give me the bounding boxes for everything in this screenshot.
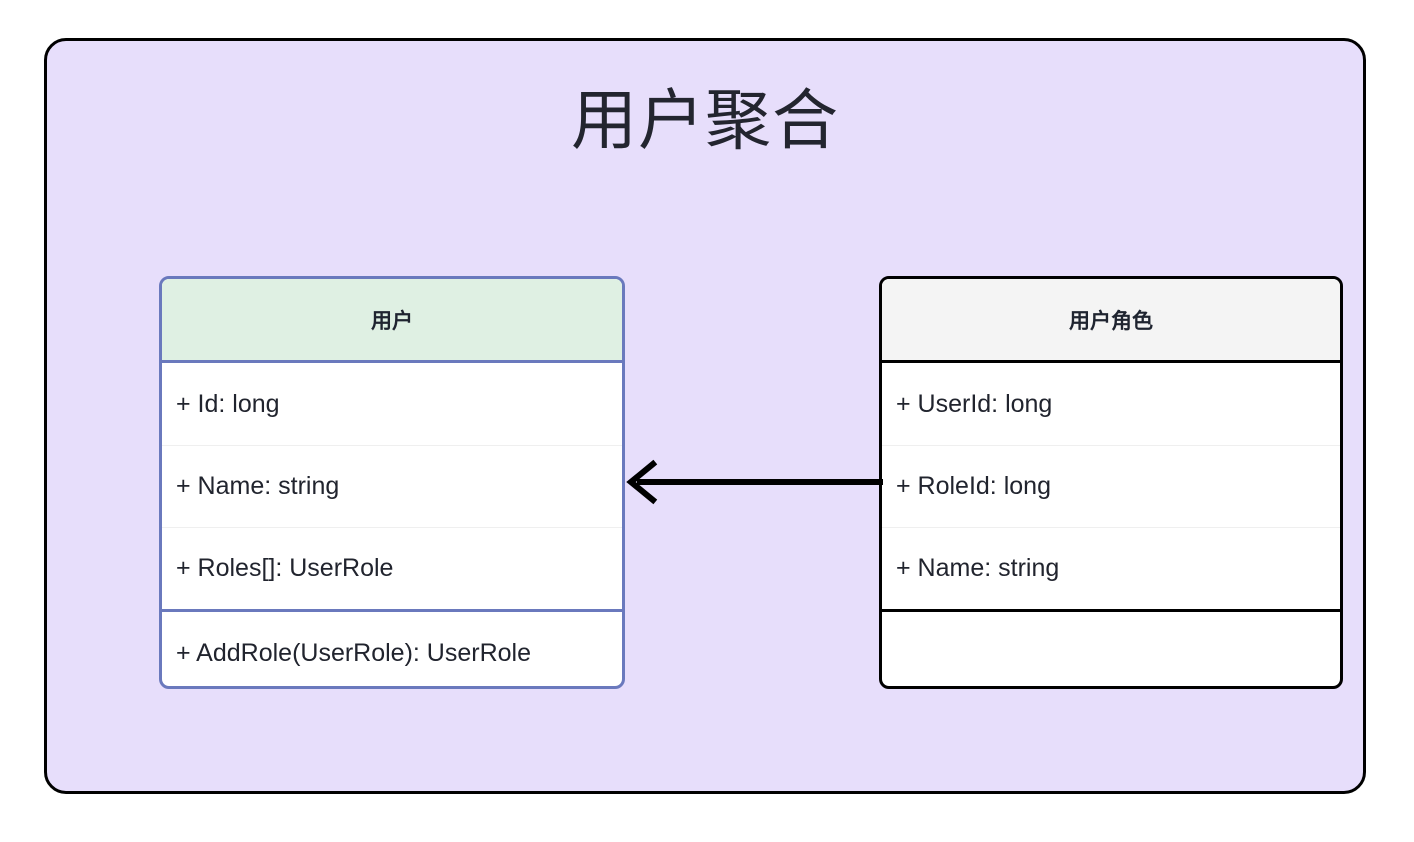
diagram-title: 用户聚合	[571, 83, 839, 157]
attribute-row: + Name: string	[162, 445, 622, 527]
attribute-row: + UserId: long	[896, 389, 1053, 418]
aggregate-boundary-frame: 用户聚合 用户 + Id: long + Name: string + Role…	[44, 38, 1366, 794]
class-header-user-role: 用户角色	[882, 279, 1340, 363]
method-row: + AddRole(UserRole): UserRole	[176, 638, 532, 667]
attribute-row: + Id: long	[176, 389, 280, 418]
methods-compartment-user-role	[882, 609, 1340, 686]
method-row	[882, 612, 1340, 686]
attribute-row: + RoleId: long	[882, 445, 1340, 527]
class-header-user: 用户	[162, 279, 622, 363]
attributes-compartment-user-role: + UserId: long + RoleId: long + Name: st…	[882, 363, 1340, 609]
attribute-row: + Name: string	[882, 527, 1340, 609]
attributes-compartment-user: + Id: long + Name: string + Roles[]: Use…	[162, 363, 622, 609]
attribute-row: + Roles[]: UserRole	[162, 527, 622, 609]
class-box-user[interactable]: 用户 + Id: long + Name: string + Roles[]: …	[159, 276, 625, 689]
class-box-user-role[interactable]: 用户角色 + UserId: long + RoleId: long + Nam…	[879, 276, 1343, 689]
association-arrow-icon	[626, 459, 883, 505]
methods-compartment-user: + AddRole(UserRole): UserRole	[162, 609, 622, 686]
